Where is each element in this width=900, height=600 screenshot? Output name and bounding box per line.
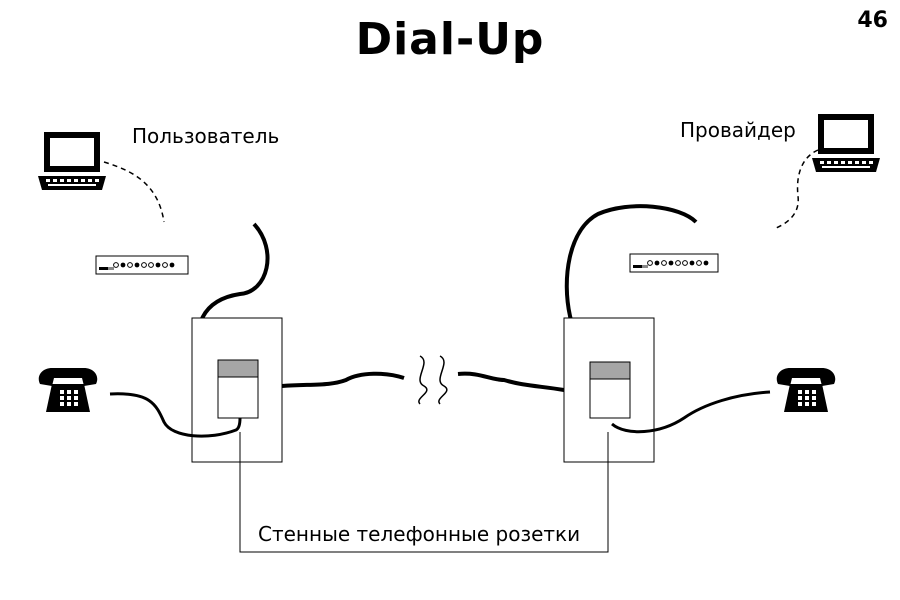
- provider-phone-cable: [611, 390, 771, 434]
- telephone-icon: [776, 368, 836, 412]
- user-wall-socket: [217, 359, 259, 419]
- user-laptop-cable: [103, 161, 165, 223]
- sockets-callout-bracket: [239, 432, 609, 553]
- modem-icon: [95, 255, 189, 275]
- telephone-line: [457, 371, 565, 392]
- provider-wall-socket: [589, 361, 631, 419]
- line-break-symbol: [418, 355, 428, 405]
- laptop-icon: [38, 132, 106, 190]
- laptop-icon: [812, 114, 880, 172]
- telephone-icon: [38, 368, 98, 412]
- wall-sockets-label: Стенные телефонные розетки: [258, 522, 581, 546]
- user-phone-cable: [109, 392, 242, 438]
- modem-icon: [629, 253, 719, 273]
- slide-title: Dial-Up: [355, 14, 545, 65]
- page-number: 46: [857, 8, 888, 33]
- user-label: Пользователь: [132, 124, 280, 148]
- provider-laptop-cable: [775, 149, 819, 229]
- telephone-line: [281, 371, 405, 388]
- line-break-symbol: [438, 355, 448, 405]
- provider-label: Провайдер: [680, 118, 796, 142]
